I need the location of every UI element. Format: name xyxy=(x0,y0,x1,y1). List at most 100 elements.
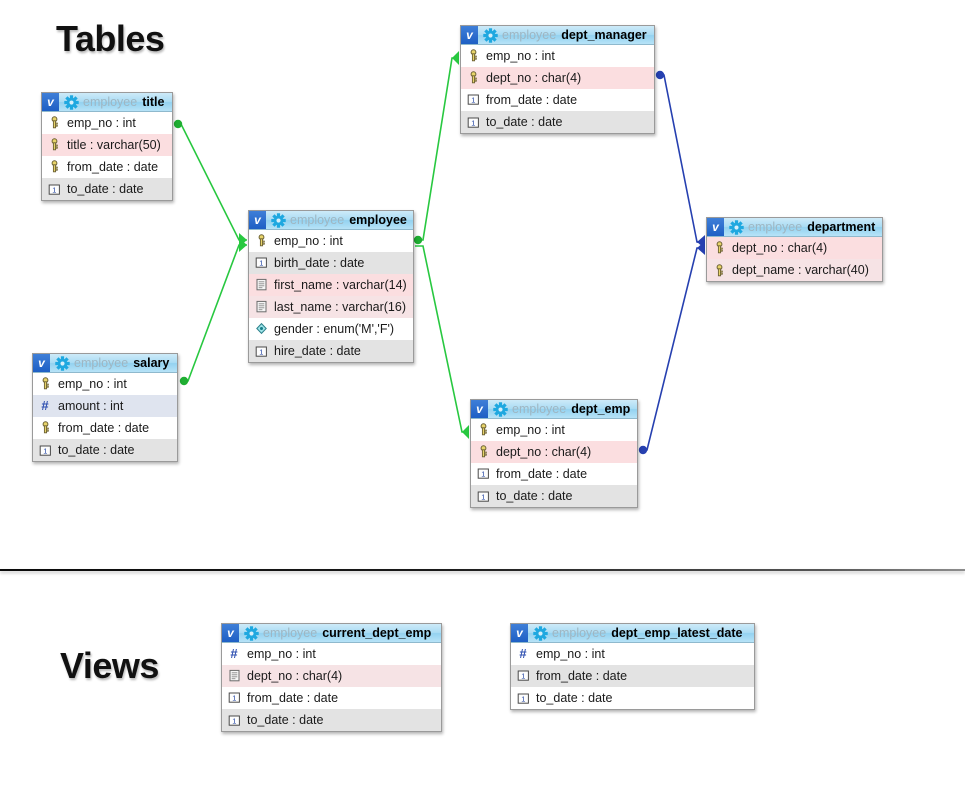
column-row[interactable]: dept_no : char(4) xyxy=(707,237,882,259)
key-icon-wrapper xyxy=(476,423,490,437)
svg-text:1: 1 xyxy=(521,671,525,680)
view-badge-icon: v xyxy=(249,211,266,229)
column-row[interactable]: gender : enum('M','F') xyxy=(249,318,413,340)
column-row[interactable]: emp_no : int xyxy=(42,112,172,134)
date-icon: 1 xyxy=(255,257,267,268)
key-icon xyxy=(480,445,487,458)
column-row[interactable]: #amount : int xyxy=(33,395,177,417)
column-row[interactable]: 1 from_date : date xyxy=(222,687,441,709)
svg-text:1: 1 xyxy=(259,258,263,267)
column-row[interactable]: dept_no : char(4) xyxy=(471,441,637,463)
gear-icon-wrapper[interactable] xyxy=(492,401,508,417)
gear-icon-wrapper[interactable] xyxy=(728,219,744,235)
gear-icon-wrapper[interactable] xyxy=(532,625,548,641)
date-icon: 1 xyxy=(228,715,240,726)
column-row[interactable]: last_name : varchar(16) xyxy=(249,296,413,318)
column-row[interactable]: emp_no : int xyxy=(471,419,637,441)
column-row[interactable]: #emp_no : int xyxy=(511,643,754,665)
column-row[interactable]: dept_no : char(4) xyxy=(222,665,441,687)
enum-icon-wrapper xyxy=(254,322,268,336)
key-icon-wrapper xyxy=(47,116,61,130)
gear-icon xyxy=(482,27,498,43)
column-label: emp_no : int xyxy=(247,646,316,661)
column-row[interactable]: emp_no : int xyxy=(33,373,177,395)
number-icon: # xyxy=(230,646,238,661)
entity-schema-label: employee xyxy=(74,356,129,370)
gear-icon-wrapper[interactable] xyxy=(54,355,70,371)
gear-icon-wrapper[interactable] xyxy=(63,94,79,110)
number-icon: # xyxy=(519,646,527,661)
column-label: from_date : date xyxy=(247,690,339,705)
entity-name-label: title xyxy=(142,95,165,109)
date-icon-wrapper: 1 xyxy=(38,443,52,457)
column-label: emp_no : int xyxy=(486,48,555,63)
column-label: amount : int xyxy=(58,398,124,413)
enum-icon xyxy=(255,322,267,335)
column-row[interactable]: emp_no : int xyxy=(249,230,413,252)
column-row[interactable]: emp_no : int xyxy=(461,45,654,67)
column-row[interactable]: 1 to_date : date xyxy=(33,439,177,461)
date-icon-wrapper: 1 xyxy=(254,344,268,358)
column-label: dept_no : char(4) xyxy=(486,70,582,85)
column-row[interactable]: from_date : date xyxy=(42,156,172,178)
key-icon-wrapper xyxy=(466,71,480,85)
column-label: to_date : date xyxy=(536,691,613,705)
column-row[interactable]: from_date : date xyxy=(33,417,177,439)
column-label: from_date : date xyxy=(536,668,628,683)
column-label: from_date : date xyxy=(67,159,159,174)
column-label: from_date : date xyxy=(58,420,150,435)
entity-name-label: dept_manager xyxy=(561,28,647,42)
column-row[interactable]: 1 from_date : date xyxy=(511,665,754,687)
svg-text:1: 1 xyxy=(43,446,47,455)
gear-icon-wrapper[interactable] xyxy=(270,212,286,228)
date-icon: 1 xyxy=(228,692,240,703)
section-title-views: Views xyxy=(60,645,159,686)
date-icon: 1 xyxy=(467,94,479,105)
date-icon-wrapper: 1 xyxy=(466,115,480,129)
key-icon-wrapper xyxy=(47,138,61,152)
column-row[interactable]: # emp_no : int xyxy=(222,643,441,665)
entity-schema-label: employee xyxy=(290,213,345,227)
column-label: to_date : date xyxy=(58,443,135,457)
key-icon xyxy=(51,116,58,129)
column-row[interactable]: title : varchar(50) xyxy=(42,134,172,156)
date-icon-wrapper: 1 xyxy=(476,467,490,481)
svg-text:1: 1 xyxy=(481,492,485,501)
column-label: emp_no : int xyxy=(496,422,565,437)
section-divider xyxy=(0,569,965,571)
date-icon: 1 xyxy=(477,468,489,479)
column-row[interactable]: dept_no : char(4) xyxy=(461,67,654,89)
entity-schema-label: employee xyxy=(83,95,138,109)
key-icon-wrapper xyxy=(712,263,726,277)
gear-icon-wrapper[interactable] xyxy=(482,27,498,43)
column-row[interactable]: dept_name : varchar(40) xyxy=(707,259,882,281)
text-icon xyxy=(256,278,266,291)
gear-icon-wrapper[interactable] xyxy=(243,625,259,641)
column-row[interactable]: first_name : varchar(14) xyxy=(249,274,413,296)
